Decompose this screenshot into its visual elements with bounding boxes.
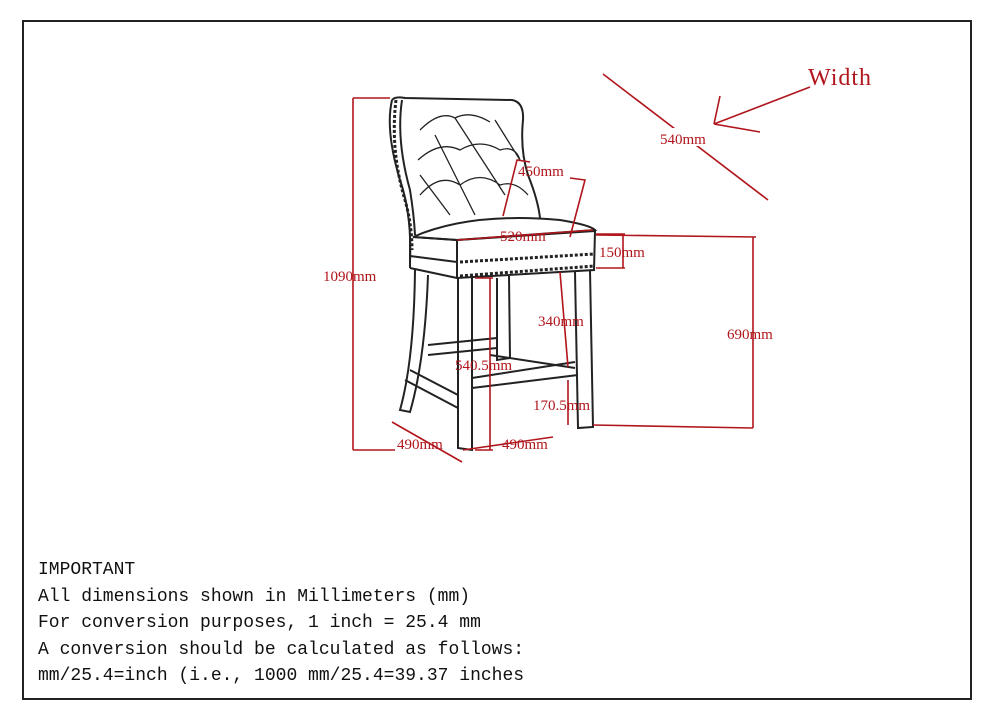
leg-inner-dimension: 540.5mm [455,358,512,374]
seat-front [409,229,597,280]
width-dimension: 540mm [660,132,706,148]
conversion-notes: IMPORTANT All dimensions shown in Millim… [38,557,524,690]
seat-width-dimension: 520mm [500,229,546,245]
depth-right-dimension: 490mm [502,437,548,453]
seat-height-dimension: 690mm [727,327,773,343]
dimension-labels: Width 540mm 1090mm 450mm 520mm 150mm 690… [323,65,872,453]
width-label: Width [808,65,872,91]
nailheads [392,99,595,278]
drawing-frame [22,20,972,700]
notes-line: All dimensions shown in Millimeters (mm) [38,586,471,607]
tufting [417,114,529,216]
dimension-lines [352,73,811,463]
leg-upper-dimension: 340mm [538,314,584,330]
seat-top [412,217,598,242]
total-height-dimension: 1090mm [323,269,377,285]
notes-title: IMPORTANT [38,560,136,580]
notes-line: mm/25.4=inch (i.e., 1000 mm/25.4=39.37 i… [38,666,525,686]
notes-line: For conversion purposes, 1 inch = 25.4 m… [38,613,481,633]
chair-back-inner [399,99,416,236]
stretchers [404,337,579,409]
depth-left-dimension: 490mm [397,437,443,453]
footrest-height-dimension: 170.5mm [533,398,590,414]
seat-thickness-dimension: 150mm [599,245,645,261]
notes-line: A conversion should be calculated as fol… [38,639,525,660]
back-height-dimension: 450mm [518,164,564,180]
